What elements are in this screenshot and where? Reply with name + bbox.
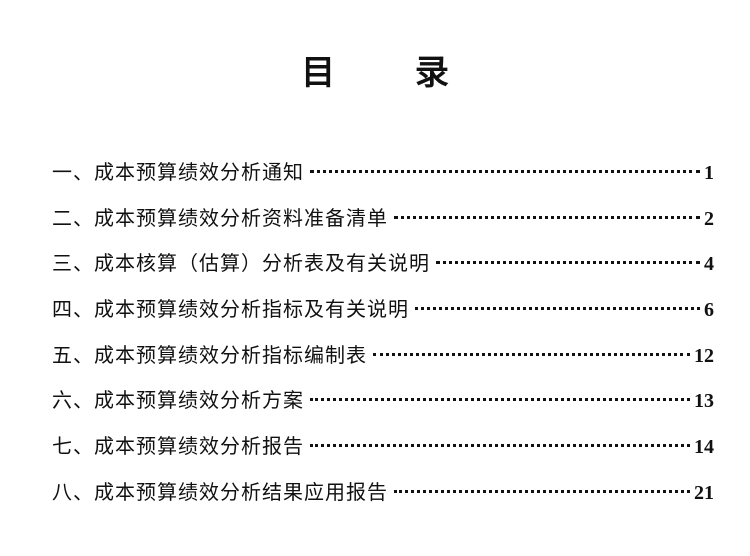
toc-entry-title: 六、成本预算绩效分析方案 (52, 388, 304, 413)
toc-page-number: 12 (694, 344, 714, 367)
toc-entry-title: 七、成本预算绩效分析报告 (52, 434, 304, 459)
toc-leader-dots (310, 398, 690, 402)
toc-leader-dots (373, 352, 690, 356)
toc-page-number: 4 (704, 253, 714, 276)
toc-leader-dots (415, 307, 700, 311)
toc-entry-title: 三、成本核算（估算）分析表及有关说明 (52, 251, 430, 276)
toc-page-number: 2 (704, 207, 714, 230)
toc-page-number: 6 (704, 299, 714, 322)
toc-entry-title: 四、成本预算绩效分析指标及有关说明 (52, 297, 409, 322)
toc-entry: 八、成本预算绩效分析结果应用报告 21 (52, 472, 714, 518)
toc-entry: 三、成本核算（估算）分析表及有关说明 4 (52, 243, 714, 289)
toc-leader-dots (436, 261, 700, 265)
toc-entry-title: 一、成本预算绩效分析通知 (52, 160, 304, 184)
toc-entry: 七、成本预算绩效分析报告 14 (52, 426, 714, 472)
toc-leader-dots (394, 489, 690, 493)
toc-entry: 五、成本预算绩效分析指标编制表 12 (52, 335, 714, 381)
toc-entry-title: 八、成本预算绩效分析结果应用报告 (52, 479, 388, 504)
toc-page-number: 1 (704, 162, 714, 184)
toc-page-number: 14 (694, 436, 714, 459)
toc-page-number: 21 (694, 481, 714, 504)
page-title: 目 录 (301, 53, 483, 93)
toc-entry: 二、成本预算绩效分析资料准备清单 2 (52, 198, 714, 244)
toc-entry: 四、成本预算绩效分析指标及有关说明 6 (52, 289, 714, 335)
toc-leader-dots (310, 444, 690, 448)
toc-entry: 六、成本预算绩效分析方案 13 (52, 380, 714, 426)
toc-entry-title: 五、成本预算绩效分析指标编制表 (52, 342, 367, 367)
toc-entry: 一、成本预算绩效分析通知 1 (52, 152, 714, 198)
toc-page-number: 13 (694, 390, 714, 413)
toc-entry-title: 二、成本预算绩效分析资料准备清单 (52, 205, 388, 230)
table-of-contents: 一、成本预算绩效分析通知 1 二、成本预算绩效分析资料准备清单 2 三、成本核算… (52, 152, 714, 518)
toc-leader-dots (394, 215, 700, 219)
toc-leader-dots (310, 170, 700, 173)
